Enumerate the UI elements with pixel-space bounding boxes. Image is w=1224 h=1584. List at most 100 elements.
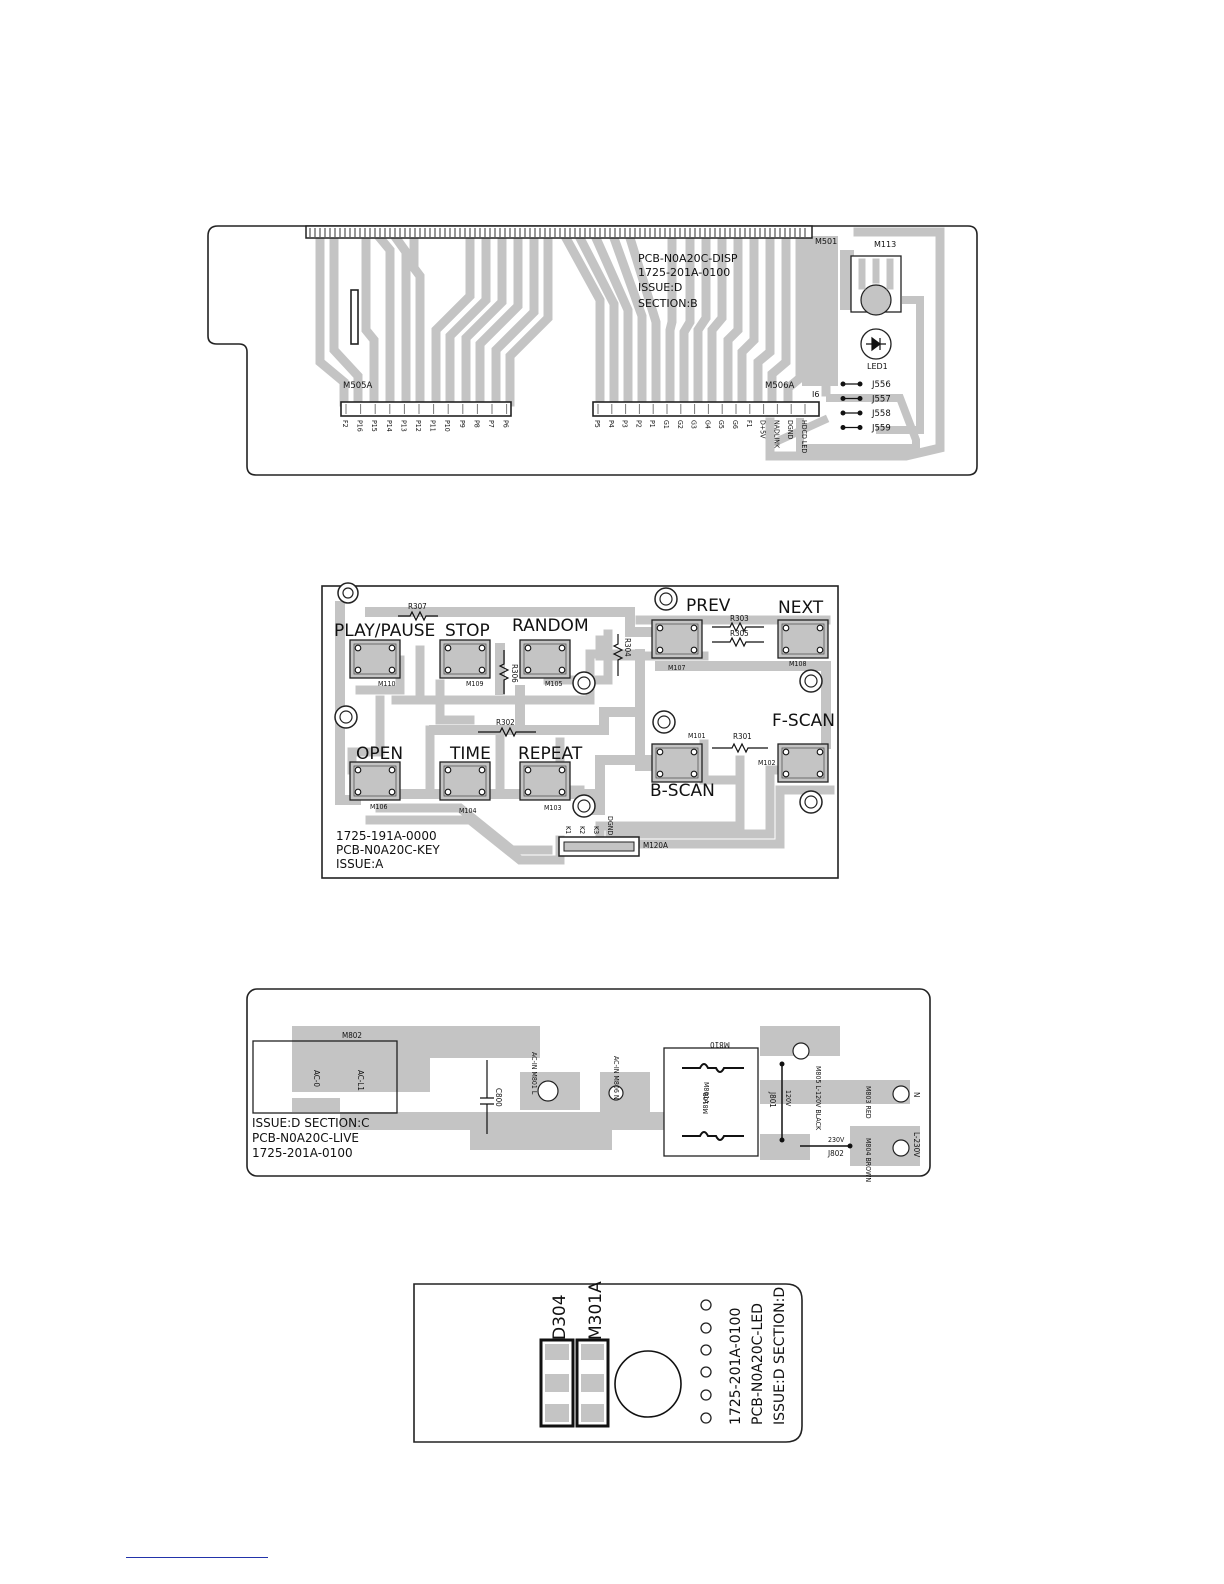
terminal-icon bbox=[892, 1085, 910, 1103]
key-connector-label: M120A bbox=[643, 841, 668, 850]
key-connector-pin: K2 bbox=[578, 826, 586, 834]
key-switch-body bbox=[523, 643, 567, 675]
mount-hole-icon bbox=[334, 705, 358, 729]
pin-label: P3 bbox=[621, 420, 629, 428]
disp-part-number: 1725-201A-0100 bbox=[638, 266, 730, 279]
live-ac-l-label: AC-IN M801 L bbox=[530, 1052, 538, 1095]
key-switch-body bbox=[443, 643, 487, 675]
pad-icon bbox=[816, 646, 824, 654]
pin-label: P6 bbox=[502, 420, 510, 428]
disp-connector-top-label: M501 bbox=[815, 237, 837, 246]
key-button-ref: M105 bbox=[545, 680, 562, 688]
pin-label: P16 bbox=[356, 420, 364, 432]
pad-icon bbox=[690, 748, 698, 756]
live-fuse-holder bbox=[663, 1047, 759, 1157]
disp-conn-left bbox=[340, 401, 512, 417]
live-socket-right: AC-L1 bbox=[356, 1070, 365, 1091]
key-part-number: 1725-191A-0000 bbox=[336, 829, 437, 843]
pin-label: P10 bbox=[443, 420, 451, 432]
pin-label: P13 bbox=[399, 420, 407, 432]
disp-board-outline bbox=[207, 225, 978, 476]
jumper-dot-icon bbox=[847, 1143, 853, 1149]
key-button-label: RANDOM bbox=[512, 616, 589, 636]
pad-icon bbox=[354, 788, 362, 796]
mount-hole-icon bbox=[577, 676, 591, 690]
pin-label: P1 bbox=[648, 420, 656, 428]
key-button-label: PLAY/PAUSE bbox=[334, 621, 435, 641]
mount-hole-icon bbox=[799, 790, 823, 814]
mount-hole-icon bbox=[659, 592, 673, 606]
pin-label: P7 bbox=[487, 420, 495, 428]
pad-icon bbox=[690, 624, 698, 632]
pin-label: G6 bbox=[731, 420, 739, 429]
footer-rule bbox=[126, 1557, 268, 1558]
key-board: PLAY/PAUSEM110STOPM109RANDOMM105PREVM107… bbox=[321, 582, 839, 879]
live-socket bbox=[252, 1040, 398, 1114]
pad-icon bbox=[478, 666, 486, 674]
pin-label: G4 bbox=[703, 420, 711, 429]
mount-hole-icon bbox=[339, 710, 353, 724]
pin-label: HDCD LED bbox=[800, 420, 808, 453]
pad-icon bbox=[656, 748, 664, 756]
key-button-ref: M101 bbox=[688, 732, 705, 740]
live-brown-wire: M804 BROWN bbox=[864, 1138, 872, 1182]
resistor-label: R301 bbox=[733, 732, 752, 741]
led-part-number: 1725-201A-0100 bbox=[728, 1308, 744, 1425]
resistor-label: R304 bbox=[623, 638, 632, 657]
pad-icon bbox=[782, 770, 790, 778]
pin-label: P15 bbox=[370, 420, 378, 432]
pad-icon bbox=[782, 748, 790, 756]
disp-slot bbox=[350, 289, 359, 345]
key-switch-body bbox=[655, 623, 699, 655]
jumper-dot-icon bbox=[857, 381, 863, 387]
resistor-symbol-icon bbox=[398, 610, 438, 622]
pad-icon bbox=[700, 1322, 712, 1334]
pad-icon bbox=[444, 666, 452, 674]
led-board-outline bbox=[413, 1283, 803, 1443]
terminal-icon bbox=[792, 1042, 810, 1060]
key-button-label: PREV bbox=[686, 596, 731, 616]
key-board-outline bbox=[321, 585, 839, 879]
pin-label: P8 bbox=[472, 420, 480, 428]
live-fuse-b-label: M810B bbox=[702, 1092, 710, 1114]
pad-icon bbox=[816, 748, 824, 756]
terminal-icon bbox=[608, 1085, 624, 1101]
pad-icon bbox=[524, 666, 532, 674]
mount-hole-icon bbox=[572, 794, 596, 818]
led-diode-pad bbox=[545, 1374, 569, 1392]
key-resistors: R307 R306 R304 R303 R305 R302 R301 bbox=[398, 602, 768, 754]
jumper-dot-icon bbox=[857, 425, 863, 430]
jumper-dot-icon bbox=[840, 381, 846, 387]
pad-icon bbox=[558, 788, 566, 796]
disp-ground-pour bbox=[802, 236, 838, 386]
mount-hole-icon bbox=[337, 582, 359, 604]
fuse-symbol-icon bbox=[682, 1063, 744, 1073]
key-switch-body bbox=[781, 623, 825, 655]
disp-connector-top bbox=[305, 225, 813, 239]
diode-symbol-icon bbox=[866, 336, 886, 352]
pad-icon bbox=[478, 766, 486, 774]
pin-label: P9 bbox=[458, 420, 466, 428]
disp-traces bbox=[315, 227, 945, 461]
disp-led-holder-label: M113 bbox=[874, 240, 896, 249]
key-connector-pin: K3 bbox=[592, 826, 600, 834]
key-button-ref: M109 bbox=[466, 680, 483, 688]
pad-icon bbox=[558, 766, 566, 774]
pin-label: G5 bbox=[717, 420, 725, 429]
key-button: RANDOM M105 bbox=[512, 616, 589, 688]
pad-icon bbox=[524, 766, 532, 774]
key-button-ref: M108 bbox=[789, 660, 806, 668]
disp-jumper-group-label: I6 bbox=[812, 390, 819, 399]
disp-conn-left-label: M505A bbox=[343, 381, 373, 391]
disp-led-label: LED1 bbox=[867, 362, 888, 371]
pad-icon bbox=[656, 646, 664, 654]
led-board-label: PCB-N0A20C-LED bbox=[750, 1303, 766, 1425]
pad-icon bbox=[700, 1344, 712, 1356]
led-diode-pad bbox=[545, 1404, 569, 1422]
key-connector-pin: DGND bbox=[606, 816, 614, 835]
fuse-symbol-icon bbox=[682, 1131, 744, 1141]
